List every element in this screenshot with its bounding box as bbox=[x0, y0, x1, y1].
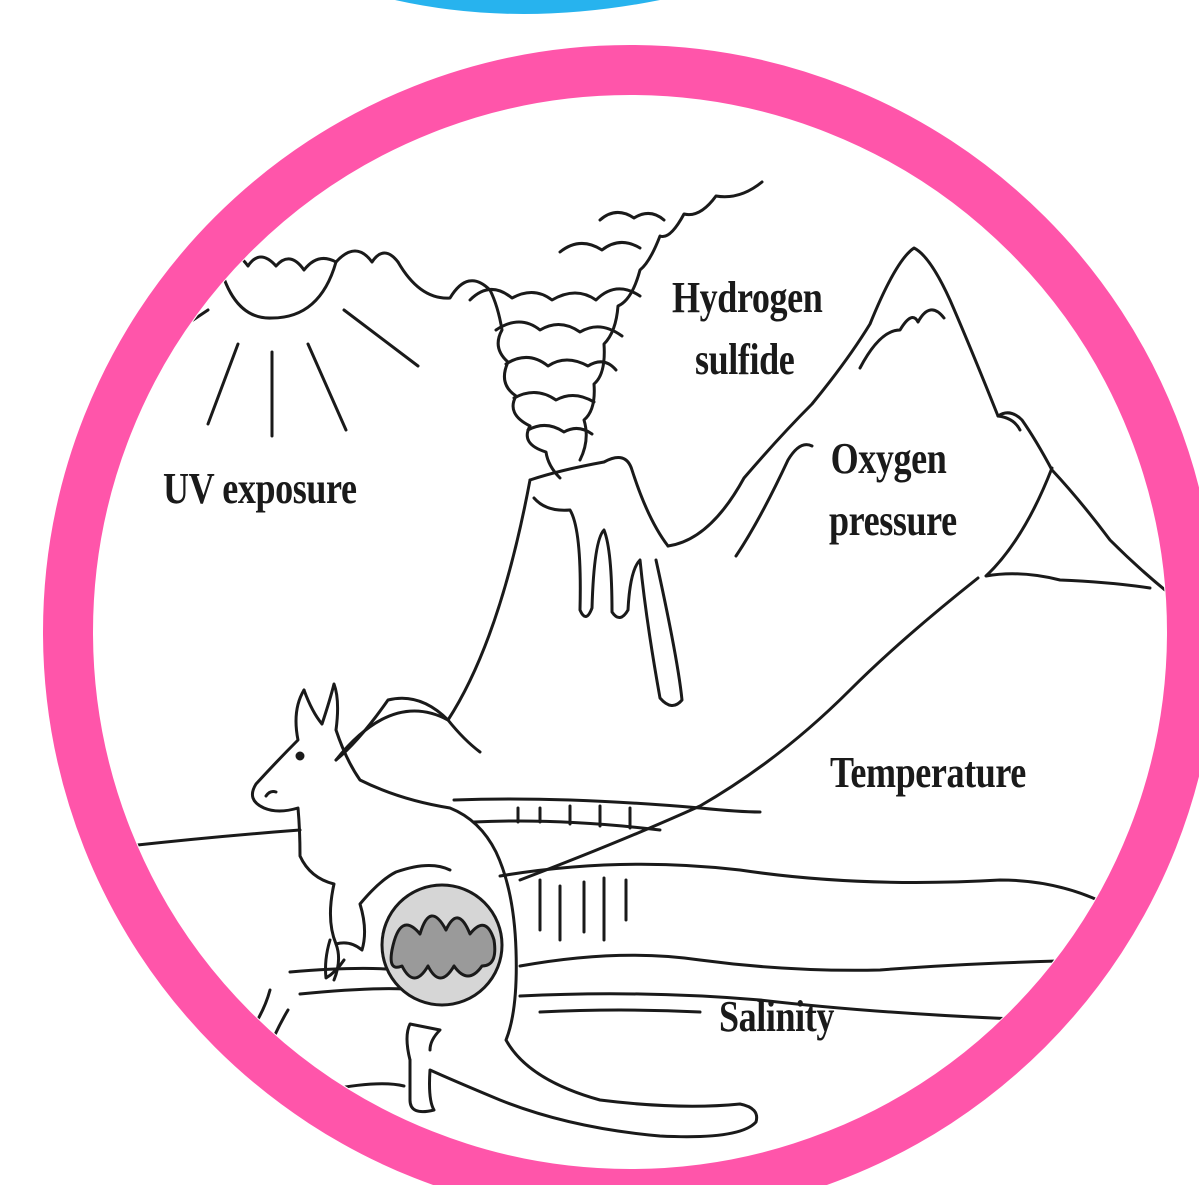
label-hydrogen-sulfide-line2: sulfide bbox=[672, 329, 822, 391]
label-salinity-text: Salinity bbox=[719, 986, 834, 1048]
label-temperature-text: Temperature bbox=[830, 742, 1026, 804]
label-uv-text: UV exposure bbox=[163, 458, 357, 520]
label-oxygen-pressure-line1: Oxygen bbox=[829, 428, 957, 490]
label-oxygen-pressure-line2: pressure bbox=[829, 490, 957, 552]
kangaroo-icon bbox=[252, 684, 756, 1137]
label-oxygen-pressure: Oxygen pressure bbox=[829, 428, 957, 552]
label-hydrogen-sulfide-line1: Hydrogen bbox=[672, 267, 822, 329]
mitochondrion-icon bbox=[382, 885, 502, 1005]
label-hydrogen-sulfide: Hydrogen sulfide bbox=[672, 267, 822, 391]
top-tab bbox=[395, 0, 660, 14]
frame-ring bbox=[68, 70, 1192, 1185]
label-temperature: Temperature bbox=[830, 742, 1026, 804]
volcano-icon bbox=[336, 458, 682, 761]
label-uv-exposure: UV exposure bbox=[163, 458, 357, 520]
label-salinity: Salinity bbox=[719, 986, 834, 1048]
